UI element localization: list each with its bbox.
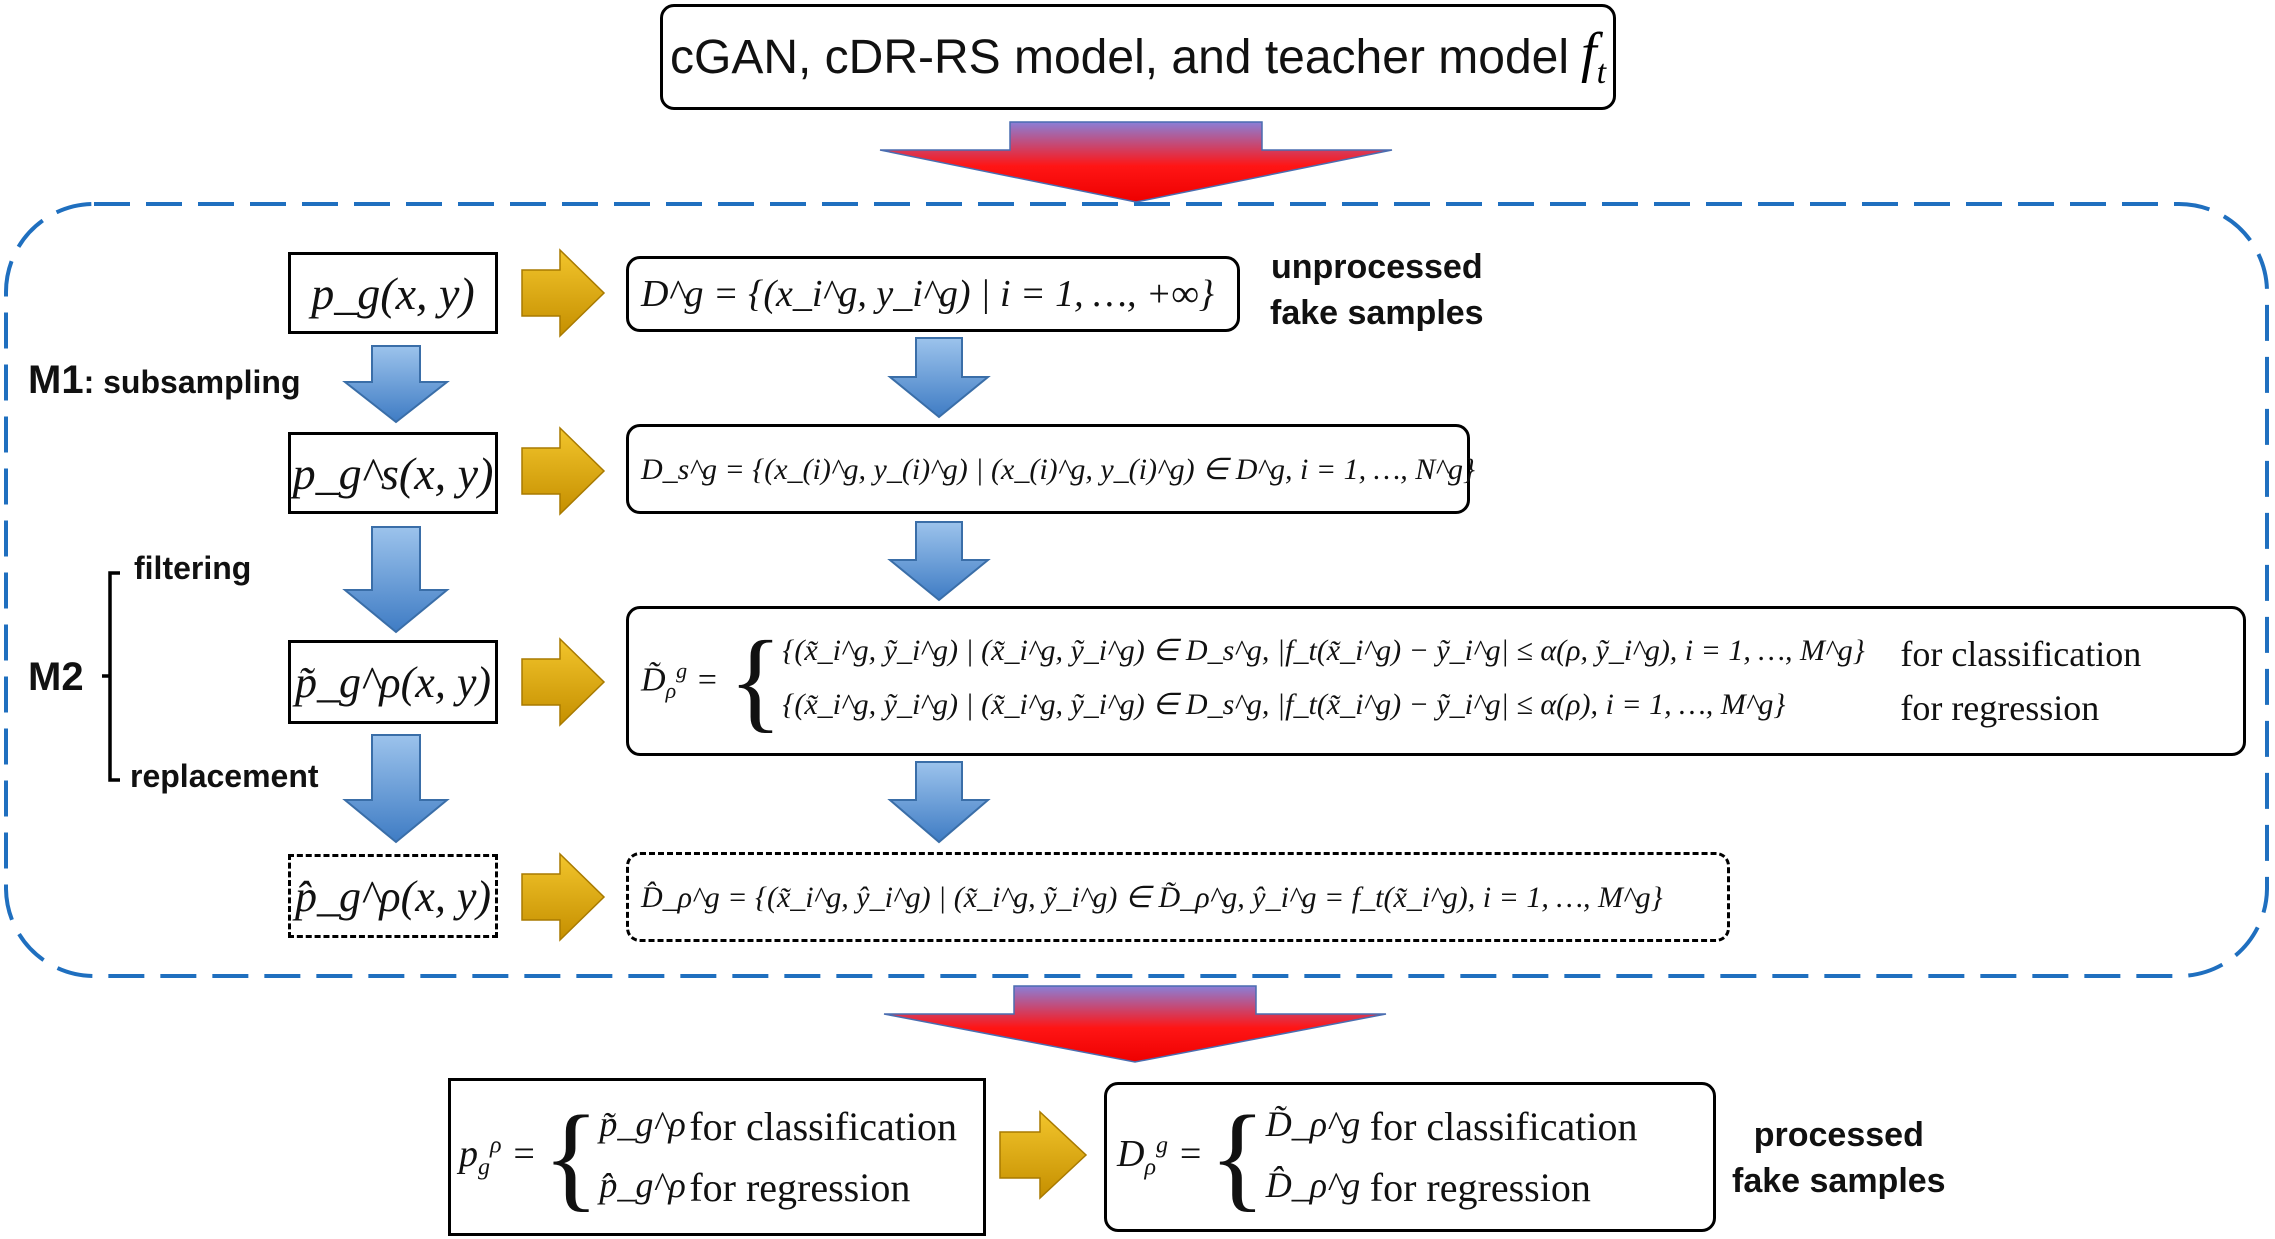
dataset-dtilde-class-tag: for classification: [1900, 634, 2142, 674]
final-pg-class-tag: for classification: [689, 1104, 958, 1149]
dist-pgs-box: p_g^s(x, y): [288, 432, 498, 514]
dataset-dtilde-symbol: D̃ρg =: [641, 657, 719, 704]
dataset-dg: D^g = {(x_i^g, y_i^g) | i = 1, …, +∞}: [641, 273, 1214, 315]
final-pg-reg-tag: for regression: [689, 1165, 911, 1210]
m2-label: M2: [28, 655, 84, 699]
teacher-model-symbol: ft: [1581, 22, 1607, 92]
final-dg-reg-sym: D̂_ρ^g: [1265, 1165, 1361, 1205]
blue-arrow-right-2: [887, 521, 991, 602]
final-pg-reg-sym: p̂_g^ρ: [599, 1165, 686, 1205]
dist-pg-hat-box: p̂_g^ρ(x, y): [288, 854, 498, 938]
process-frame: [4, 202, 2269, 978]
dataset-dtilde-class: {(x̃_i^g, ỹ_i^g) | (x̃_i^g, ỹ_i^g) ∈ D_s…: [782, 634, 1865, 667]
gold-arrow-4: [521, 852, 606, 942]
final-dg-box: Dρg = { D̃_ρ^g for classification D̂_ρ^g…: [1104, 1082, 1716, 1232]
dist-pg-tilde: p̃_g^ρ(x, y): [294, 657, 492, 707]
processed-label: processed fake samples: [1732, 1116, 1946, 1200]
dist-pg-tilde-box: p̃_g^ρ(x, y): [288, 640, 498, 724]
m2-bracket: [102, 571, 120, 782]
final-pg-brace: {: [542, 1091, 600, 1222]
dist-pg-hat: p̂_g^ρ(x, y): [294, 871, 492, 921]
final-dg-class-tag: for classification: [1369, 1104, 1638, 1149]
header-box: cGAN, cDR-RS model, and teacher model ft: [660, 4, 1616, 110]
filtering-label: filtering: [134, 550, 252, 586]
dataset-dtilde-box: D̃ρg = { {(x̃_i^g, ỹ_i^g) | (x̃_i^g, ỹ_i…: [626, 606, 2246, 756]
final-dg-brace: {: [1209, 1091, 1266, 1222]
unprocessed-label: unprocessed fake samples: [1270, 248, 1484, 332]
final-dg-reg-tag: for regression: [1369, 1165, 1591, 1210]
replacement-label: replacement: [130, 758, 319, 794]
final-pg-class-sym: p̃_g^ρ: [599, 1104, 686, 1144]
dataset-dtilde-reg-tag: for regression: [1900, 688, 2100, 728]
gold-arrow-2: [521, 426, 606, 516]
dist-pg: p_g(x, y): [311, 267, 475, 319]
final-pg-box: pgρ = { p̃_g^ρ for classification p̂_g^ρ…: [448, 1078, 986, 1236]
dataset-dtilde-brace: {: [728, 619, 783, 743]
blue-arrow-right-3: [887, 761, 991, 844]
blue-arrow-left-3: [342, 734, 450, 844]
gold-arrow-5: [999, 1110, 1088, 1200]
blue-arrow-left-1: [342, 345, 450, 424]
dist-pg-box: p_g(x, y): [288, 252, 498, 334]
dataset-dhat: D̂_ρ^g = {(x̃_i^g, ŷ_i^g) | (x̃_i^g, ỹ_i…: [641, 880, 1663, 914]
final-dg-symbol: Dρg =: [1117, 1132, 1204, 1181]
dataset-dhat-box: D̂_ρ^g = {(x̃_i^g, ŷ_i^g) | (x̃_i^g, ỹ_i…: [626, 852, 1730, 942]
dataset-dgs: D_s^g = {(x_(i)^g, y_(i)^g) | (x_(i)^g, …: [641, 452, 1475, 486]
big-down-arrow-bottom: [883, 985, 1387, 1063]
header-title: cGAN, cDR-RS model, and teacher model: [669, 30, 1569, 84]
dataset-dg-box: D^g = {(x_i^g, y_i^g) | i = 1, …, +∞}: [626, 256, 1240, 332]
final-pg-symbol: pgρ =: [459, 1132, 537, 1181]
gold-arrow-1: [521, 248, 606, 338]
blue-arrow-left-2: [342, 526, 450, 634]
dataset-dtilde-reg: {(x̃_i^g, ỹ_i^g) | (x̃_i^g, ỹ_i^g) ∈ D_s…: [782, 688, 1786, 721]
dist-pgs: p_g^s(x, y): [292, 447, 494, 499]
big-down-arrow-top: [879, 121, 1393, 203]
blue-arrow-right-1: [887, 337, 991, 419]
m1-label: M1: subsampling: [28, 358, 301, 402]
final-dg-class-sym: D̃_ρ^g: [1265, 1104, 1361, 1144]
dataset-dgs-box: D_s^g = {(x_(i)^g, y_(i)^g) | (x_(i)^g, …: [626, 424, 1475, 514]
gold-arrow-3: [521, 637, 606, 727]
